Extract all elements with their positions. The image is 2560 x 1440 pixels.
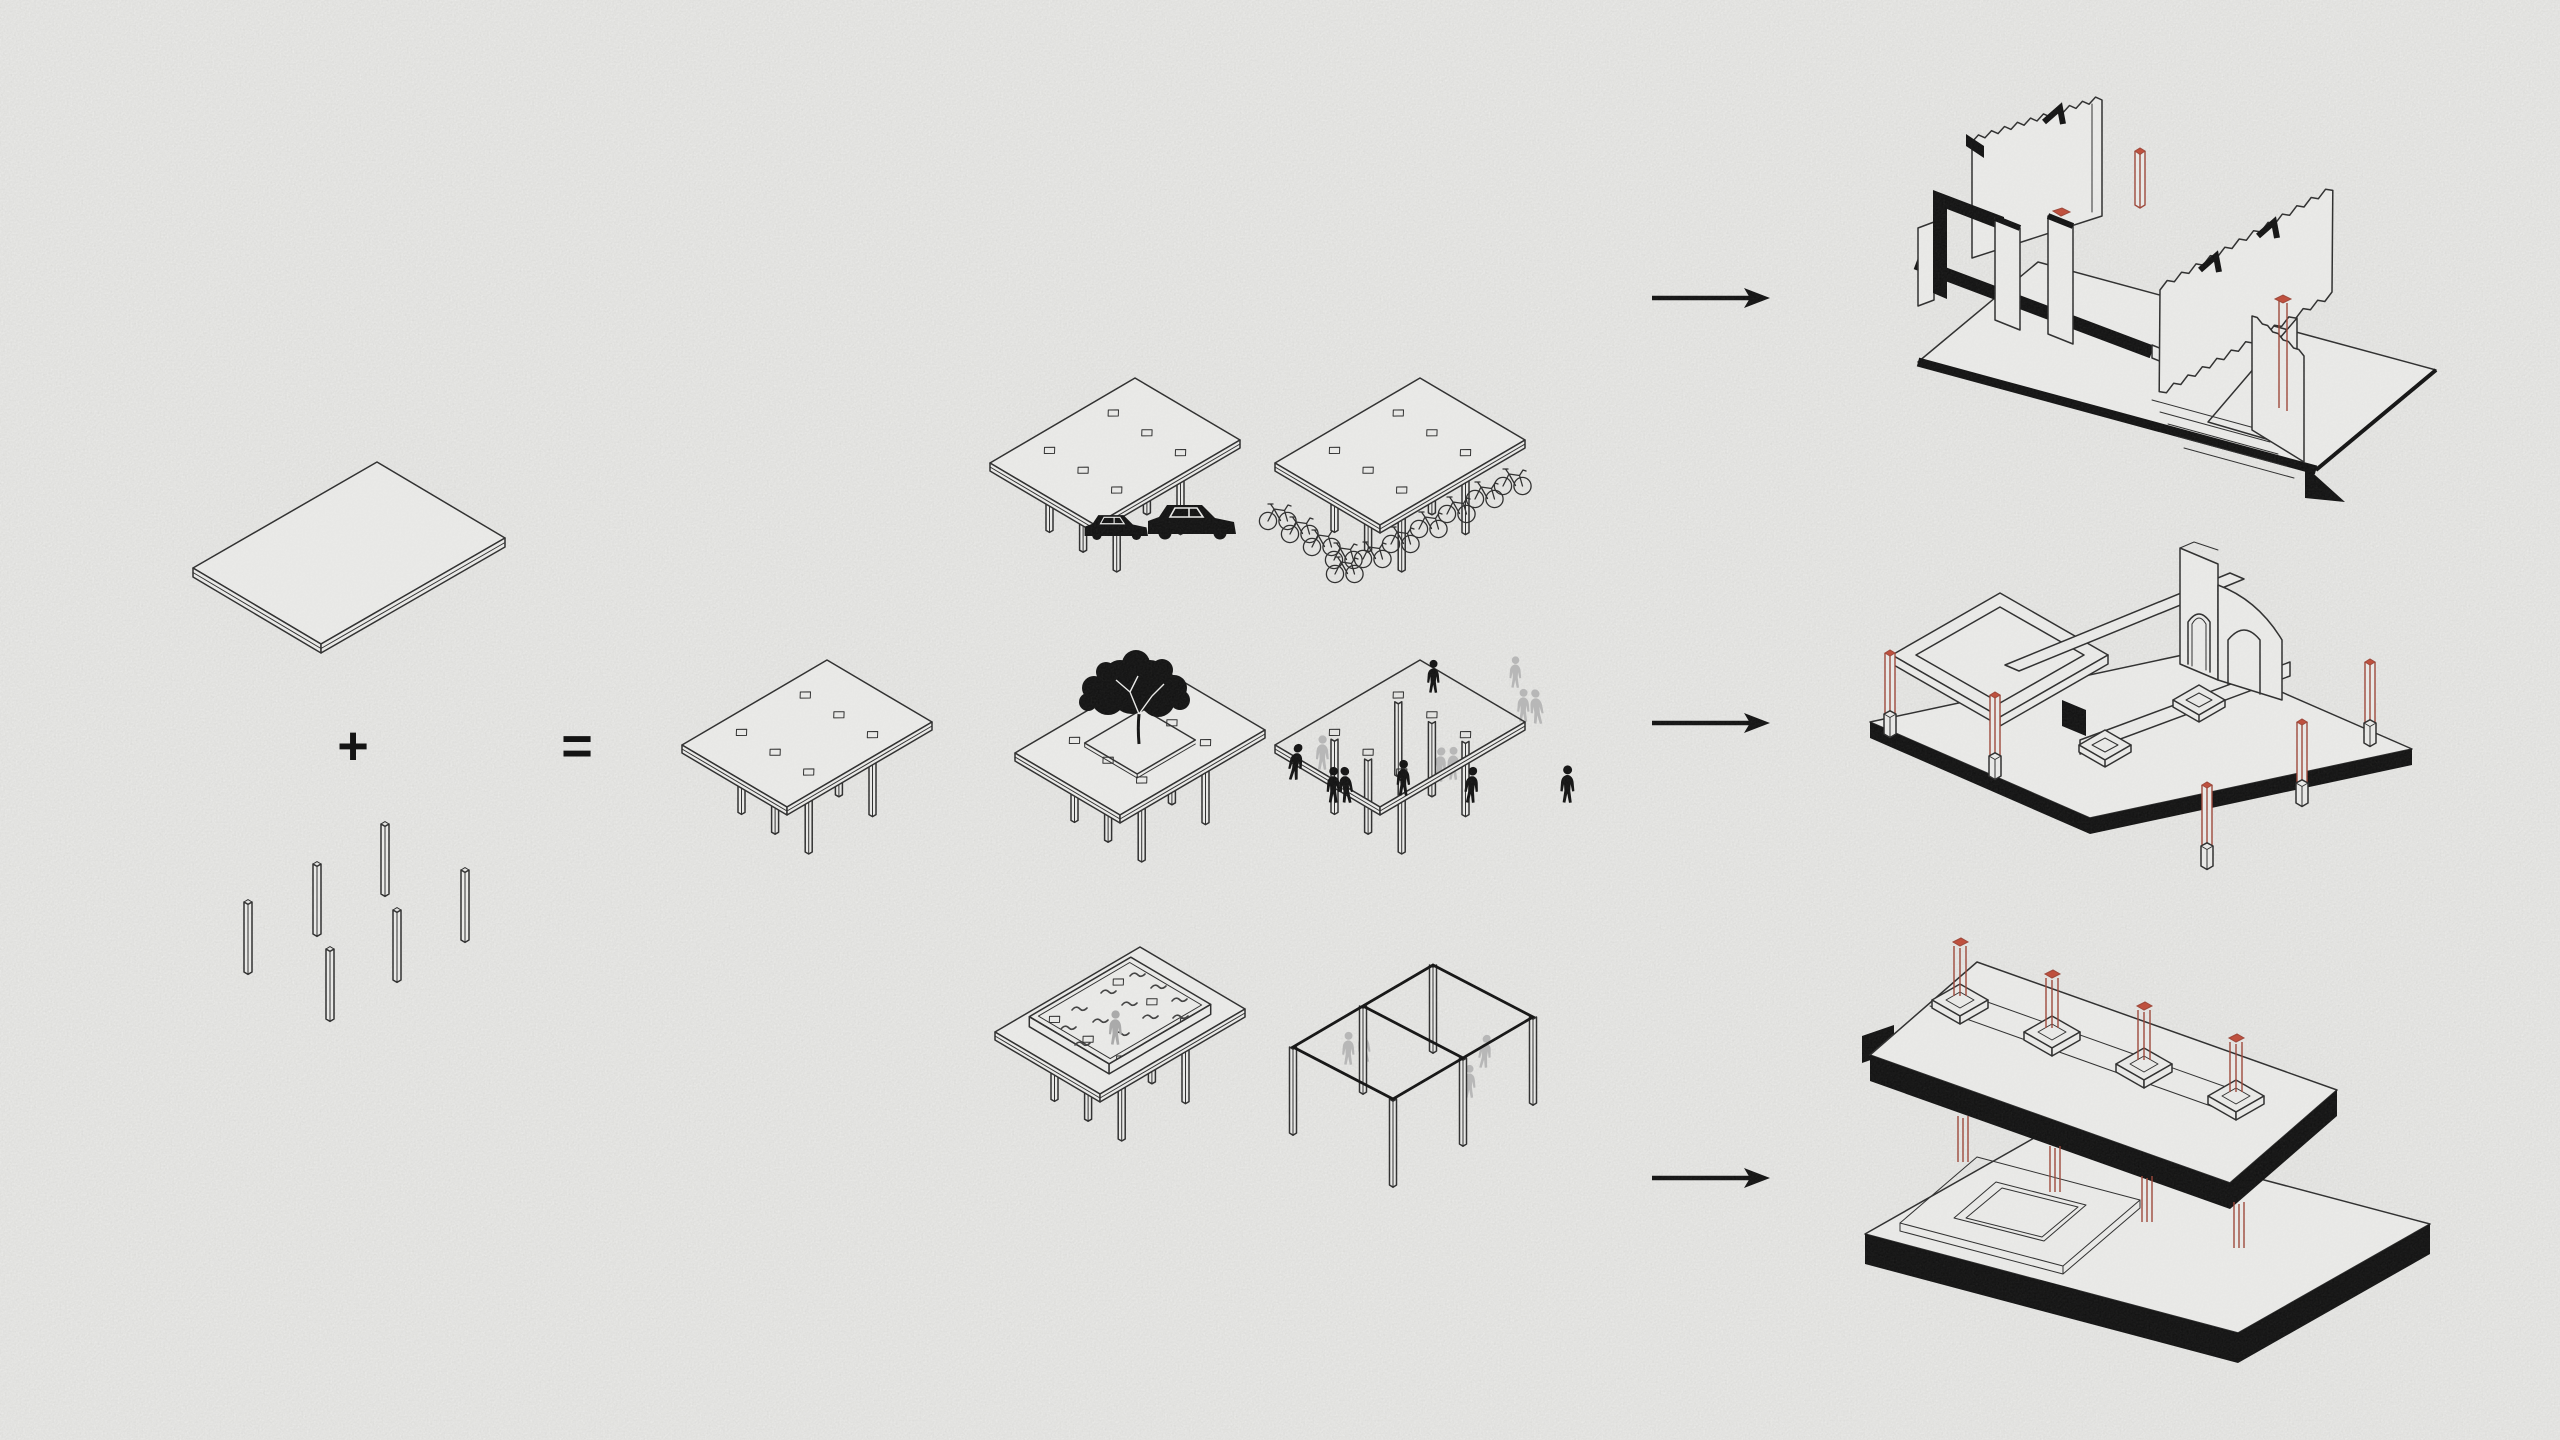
- plus-operator: +: [337, 716, 369, 776]
- equals-operator: =: [561, 716, 593, 776]
